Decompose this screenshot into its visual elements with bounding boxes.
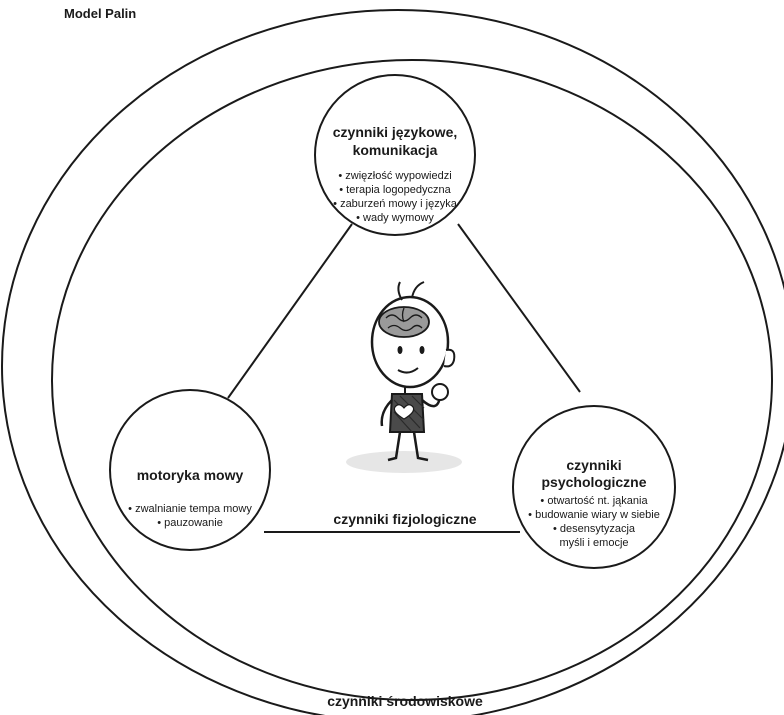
psychological-node-bullet: • otwartość nt. jąkania [540,495,648,507]
language-node-title-line1: czynniki językowe, [332,124,458,140]
language-node-title-line2: komunikacja [352,142,438,158]
triangle-edge-right [457,223,581,393]
psychological-node-bullet: • budowanie wiary w siebie [528,509,660,521]
language-node-bullet: • wady wymowy [356,212,434,224]
physiological-factors-label: czynniki fizjologiczne [333,511,477,527]
psychological-node-bullet: • desensytyzacja [552,523,636,535]
psychological-node-title-line2: psychologiczne [541,474,647,490]
motor-node-title: motoryka mowy [136,467,244,483]
node-circle-motor [109,389,271,551]
heart-icon [393,404,415,420]
figure-shadow [346,451,462,473]
diagram-title: Model Palin [64,6,137,21]
brain-icon [378,306,430,338]
language-node-bullet: • terapia logopedyczna [339,184,451,196]
thinking-figure-illustration [346,281,462,473]
psychological-node-title-line1: czynniki [566,457,622,473]
triangle-edge-left [227,223,353,399]
motor-node-bullet: • zwalnianie tempa mowy [128,503,252,515]
inner-ellipse [51,59,773,701]
motor-node-bullet: • pauzowanie [157,517,223,529]
outer-environment-ellipse [1,9,784,715]
environmental-factors-label: czynniki środowiskowe [327,693,483,709]
node-circle-language [314,74,476,236]
psychological-node-bullet: myśli i emocje [559,537,629,549]
language-node-bullet: • zaburzeń mowy i języka [333,198,457,210]
node-circle-psychological [512,405,676,569]
language-node-bullet: • zwięzłość wypowiedzi [338,170,452,182]
